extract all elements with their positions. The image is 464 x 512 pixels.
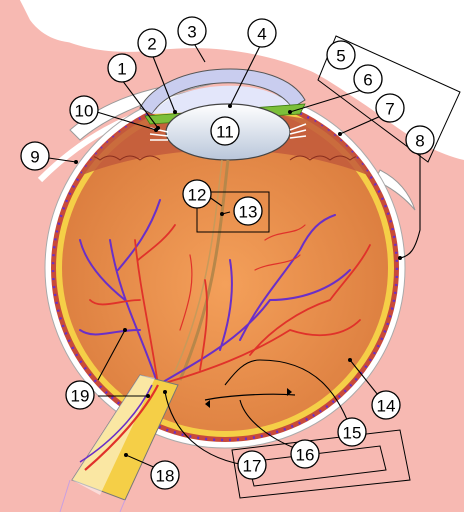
- retinal-vessels: [79, 199, 371, 386]
- callout-18: 18: [150, 460, 180, 490]
- callout-number: 7: [385, 100, 394, 119]
- zonule-fibers: [149, 123, 307, 141]
- callout-number: 11: [216, 123, 234, 142]
- callout-number: 9: [30, 148, 39, 167]
- callout-number: 1: [117, 60, 126, 79]
- ciliary-folds: [79, 155, 371, 161]
- callout-6: 6: [353, 64, 383, 94]
- callout-17: 17: [237, 450, 267, 480]
- callout-circle: [210, 116, 240, 146]
- callout-circle: [69, 95, 99, 125]
- callout-number: 4: [257, 25, 266, 44]
- callout-4: 4: [247, 18, 277, 48]
- callout-2: 2: [137, 28, 167, 58]
- callout-number: 12: [188, 186, 207, 205]
- callout-12: 12: [182, 179, 212, 209]
- callout-circle: [20, 141, 50, 171]
- callout-circle: [182, 179, 212, 209]
- callout-number: 17: [243, 457, 262, 476]
- callout-number: 19: [71, 387, 90, 406]
- callout-circle: [405, 125, 435, 155]
- nerve-fibers: [59, 479, 126, 512]
- callout-circle: [375, 93, 405, 123]
- vitreous-body: [62, 105, 388, 431]
- callout-8: 8: [405, 125, 435, 155]
- leader-dots: [74, 104, 402, 457]
- callout-number: 2: [147, 35, 156, 54]
- callout-14: 14: [371, 390, 401, 420]
- callout-19: 19: [65, 380, 95, 410]
- callout-10: 10: [69, 95, 99, 125]
- fovea-arrow-right: [287, 388, 292, 396]
- callout-circle: [177, 16, 207, 46]
- hyaloid-canal: [178, 159, 230, 381]
- callout-11: 11: [210, 116, 240, 146]
- callout-number: 15: [343, 424, 362, 443]
- leader-lines: [34, 39, 421, 473]
- callout-number: 8: [415, 132, 424, 151]
- callout-circle: [247, 18, 277, 48]
- callout-15: 15: [337, 417, 367, 447]
- callout-16: 16: [290, 439, 320, 469]
- callout-number: 5: [336, 47, 345, 66]
- callout-circle: [137, 28, 167, 58]
- callout-number: 10: [75, 102, 94, 121]
- callout-9: 9: [20, 141, 50, 171]
- callout-circle: [290, 439, 320, 469]
- central-artery: [84, 384, 159, 471]
- choroid-dots: [51, 94, 399, 442]
- callout-7: 7: [375, 93, 405, 123]
- callout-circle: [337, 417, 367, 447]
- hyaloid-canal-inner: [171, 159, 223, 379]
- callout-1: 1: [107, 53, 137, 83]
- central-vein: [79, 384, 153, 463]
- callout-number: 18: [156, 467, 175, 486]
- callout-circle: [237, 450, 267, 480]
- callout-number: 6: [363, 71, 372, 90]
- callout-number: 13: [239, 203, 258, 222]
- callout-number: 3: [187, 23, 196, 42]
- callout-number: 14: [377, 397, 396, 416]
- callout-circle: [353, 64, 383, 94]
- fovea-arrow-left: [205, 400, 210, 408]
- callout-13: 13: [233, 196, 263, 226]
- callout-circle: [107, 53, 137, 83]
- callout-circle: [150, 460, 180, 490]
- callout-5: 5: [326, 40, 356, 70]
- callout-circle: [371, 390, 401, 420]
- cornea: [139, 68, 306, 115]
- callout-circle: [326, 40, 356, 70]
- callout-3: 3: [177, 16, 207, 46]
- callout-circle: [65, 380, 95, 410]
- callout-circle: [233, 196, 263, 226]
- callout-number: 16: [296, 446, 315, 465]
- skin-white-area: [0, 0, 464, 150]
